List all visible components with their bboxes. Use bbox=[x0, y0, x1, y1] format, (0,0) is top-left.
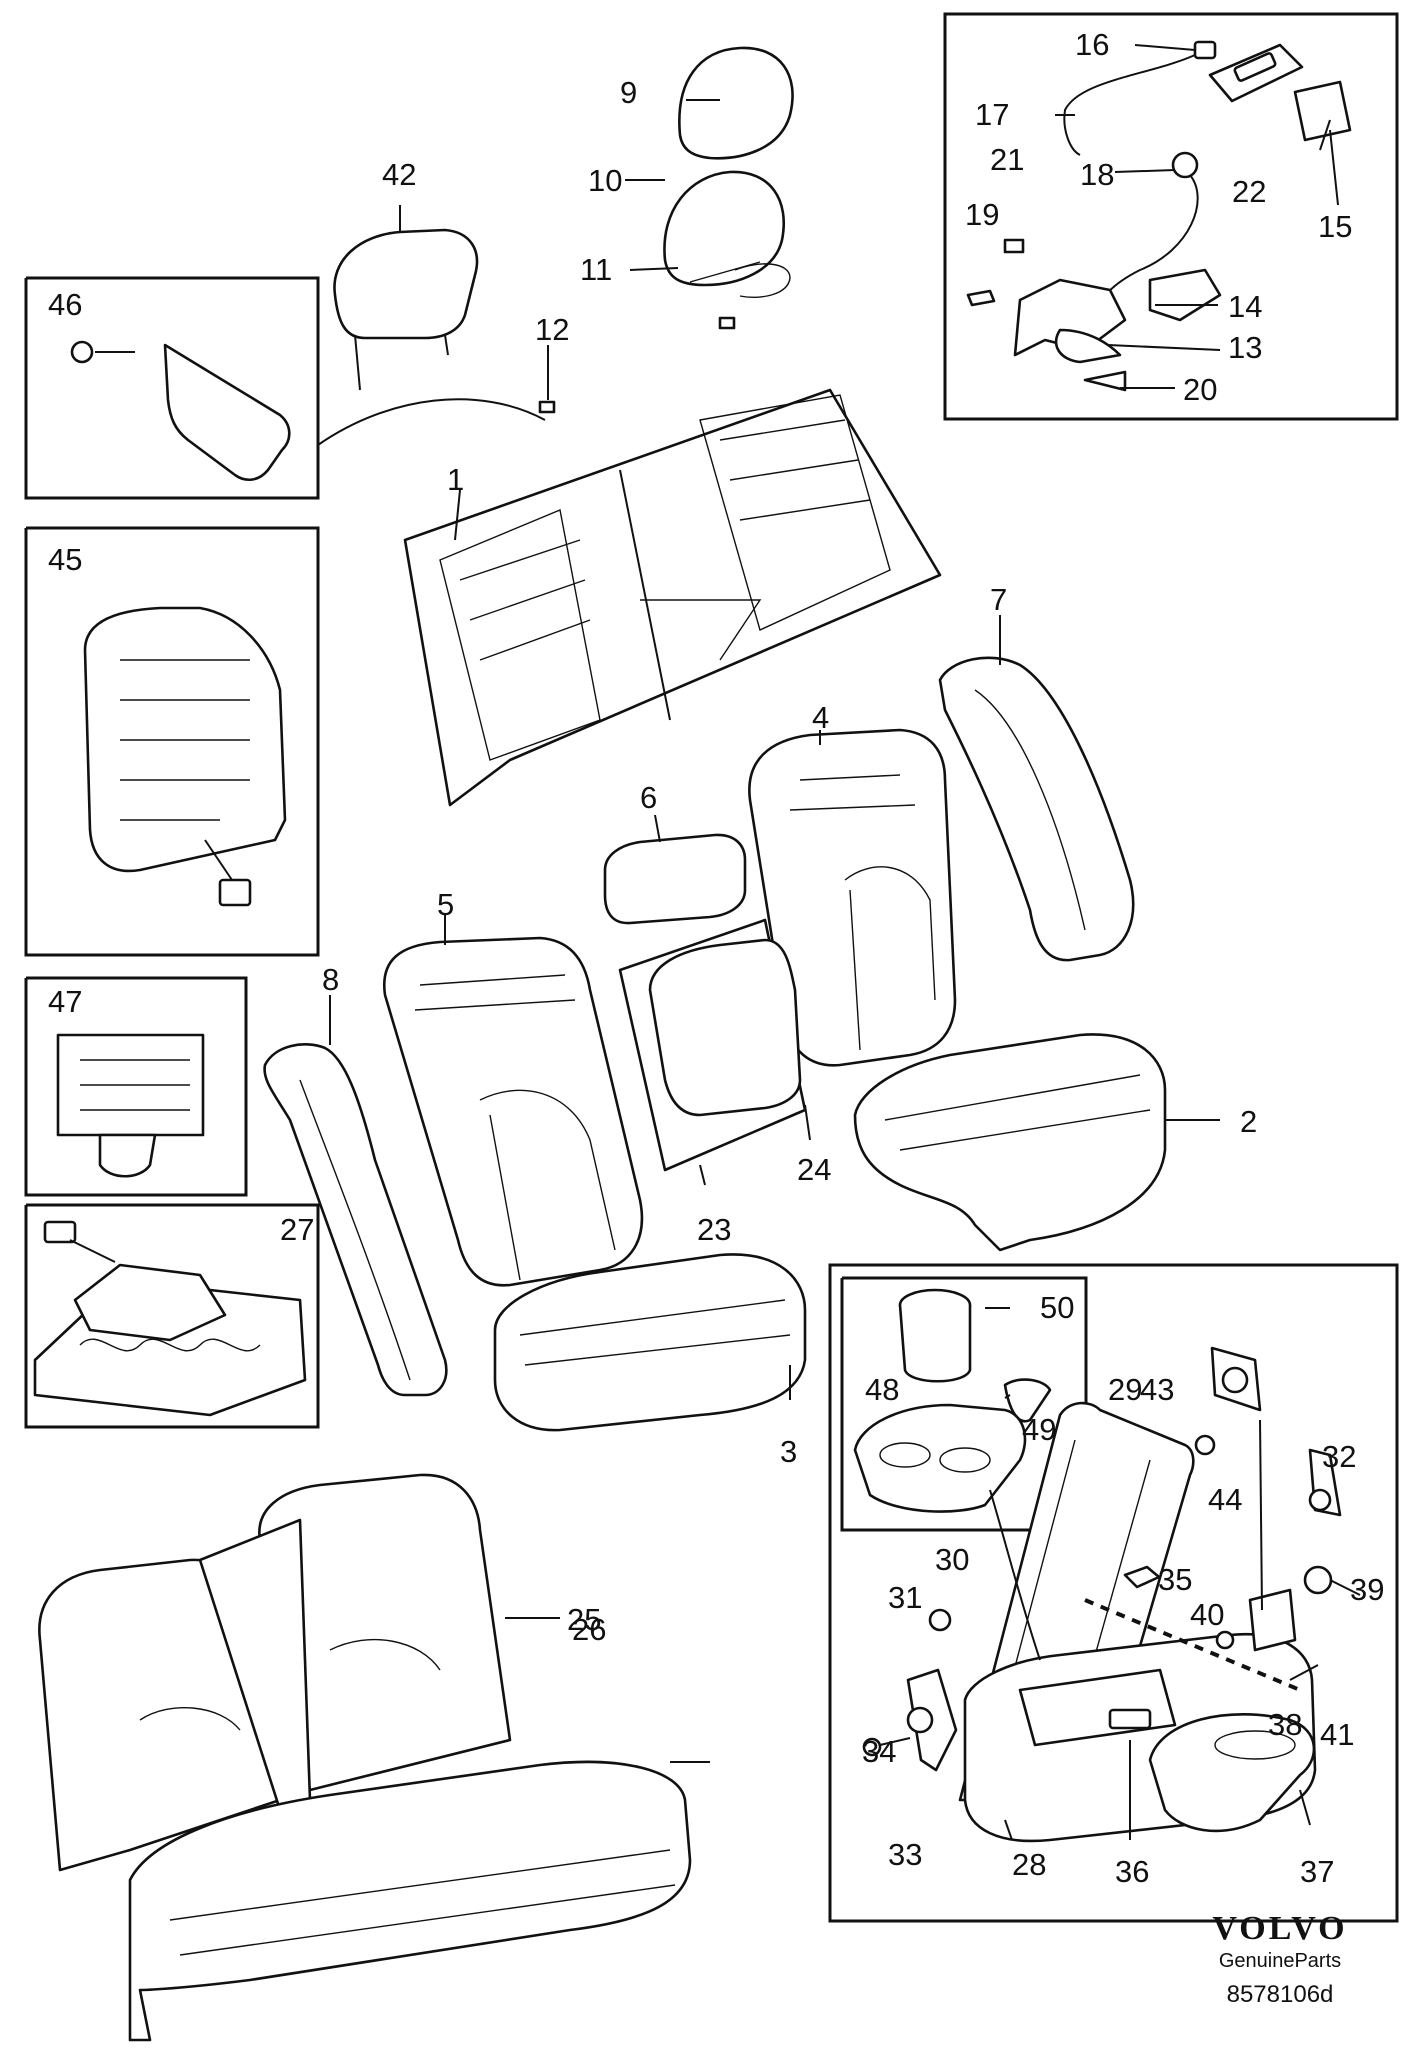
part-47-module bbox=[56, 1033, 205, 1178]
label-part-29: 29 bbox=[1108, 1372, 1142, 1407]
part-23-24-passthrough bbox=[618, 918, 807, 1172]
label-part-45: 45 bbox=[48, 542, 82, 577]
label-part-50: 50 bbox=[1040, 1290, 1074, 1325]
part-6-pad bbox=[603, 833, 747, 925]
inset-box-armrest bbox=[828, 1263, 1399, 1923]
label-part-30: 30 bbox=[935, 1542, 969, 1577]
label-part-10: 10 bbox=[588, 163, 622, 198]
label-part-41: 41 bbox=[1320, 1717, 1354, 1752]
arrow-46-to-frame bbox=[317, 398, 546, 446]
label-part-31: 31 bbox=[888, 1580, 922, 1615]
label-part-21: 21 bbox=[990, 142, 1024, 177]
brand-block: VOLVO GenuineParts 8578106d bbox=[1150, 1910, 1410, 2009]
label-part-35: 35 bbox=[1158, 1562, 1192, 1597]
label-part-33: 33 bbox=[888, 1837, 922, 1872]
label-part-24: 24 bbox=[797, 1152, 831, 1187]
inset-box-47 bbox=[24, 976, 248, 1197]
label-part-48: 48 bbox=[865, 1372, 899, 1407]
label-part-38: 38 bbox=[1268, 1707, 1302, 1742]
label-part-16: 16 bbox=[1075, 27, 1109, 62]
label-part-7: 7 bbox=[990, 582, 1007, 617]
part-45-heating-mat bbox=[83, 606, 287, 907]
label-part-1: 1 bbox=[447, 462, 464, 497]
label-part-39: 39 bbox=[1350, 1572, 1384, 1607]
label-part-34: 34 bbox=[862, 1734, 896, 1769]
label-part-25: 25 bbox=[567, 1602, 601, 1637]
label-part-9: 9 bbox=[620, 75, 637, 110]
label-part-44: 44 bbox=[1208, 1482, 1242, 1517]
part-5-backrest bbox=[382, 936, 644, 1287]
label-part-5: 5 bbox=[437, 887, 454, 922]
armrest-cupholder-leader bbox=[989, 1489, 1041, 1661]
inset-box-45 bbox=[24, 526, 320, 957]
part-labels: 1 2 3 4 5 6 7 8 9 10 11 12 13 14 15 16 1… bbox=[48, 27, 1384, 1889]
label-part-49: 49 bbox=[1022, 1412, 1056, 1447]
label-part-12: 12 bbox=[535, 312, 569, 347]
part-27-seat-heater bbox=[33, 1220, 307, 1417]
volvo-logo: VOLVO bbox=[1212, 1910, 1348, 1947]
part-26-25-assembled-seat bbox=[38, 1473, 692, 2042]
inset-box-27 bbox=[24, 1203, 320, 1429]
label-part-8: 8 bbox=[322, 962, 339, 997]
label-part-15: 15 bbox=[1318, 209, 1352, 244]
label-part-47: 47 bbox=[48, 984, 82, 1019]
label-part-20: 20 bbox=[1183, 372, 1217, 407]
part-1-seatback-frame bbox=[403, 388, 942, 807]
label-part-14: 14 bbox=[1228, 289, 1262, 324]
label-part-27: 27 bbox=[280, 1212, 314, 1247]
diagram-code: 8578106d bbox=[1226, 1981, 1334, 2008]
part-2-cushion bbox=[853, 1033, 1167, 1252]
label-part-22: 22 bbox=[1232, 174, 1266, 209]
part-4-backrest bbox=[748, 728, 957, 1067]
label-part-17: 17 bbox=[975, 97, 1009, 132]
label-part-4: 4 bbox=[812, 700, 829, 735]
label-part-40: 40 bbox=[1190, 1597, 1224, 1632]
label-part-26: 26 bbox=[572, 1612, 606, 1647]
label-part-23: 23 bbox=[697, 1212, 731, 1247]
label-part-42: 42 bbox=[382, 157, 416, 192]
headrest-parts bbox=[333, 46, 794, 391]
label-part-37: 37 bbox=[1300, 1854, 1334, 1889]
label-part-19: 19 bbox=[965, 197, 999, 232]
label-part-32: 32 bbox=[1322, 1439, 1356, 1474]
part-7-bolster bbox=[938, 656, 1135, 962]
armrest-assembly-parts bbox=[958, 1401, 1317, 1843]
label-part-13: 13 bbox=[1228, 330, 1262, 365]
inset-box-46 bbox=[24, 276, 320, 500]
label-part-6: 6 bbox=[640, 780, 657, 815]
leader-lines bbox=[329, 44, 1339, 1841]
brand-subtitle: GenuineParts bbox=[1218, 1950, 1342, 1972]
armrest-dashed-guide bbox=[1084, 1598, 1301, 1692]
part-3-cushion bbox=[493, 1253, 807, 1432]
part-12-bolt bbox=[538, 400, 556, 414]
label-part-46: 46 bbox=[48, 287, 82, 322]
inset-box-headrest-hardware bbox=[943, 12, 1399, 421]
label-part-28: 28 bbox=[1012, 1847, 1046, 1882]
label-part-18: 18 bbox=[1080, 157, 1114, 192]
label-part-36: 36 bbox=[1115, 1854, 1149, 1889]
part-8-bolster bbox=[263, 1043, 448, 1397]
part-46-cover bbox=[70, 340, 291, 481]
label-part-3: 3 bbox=[780, 1434, 797, 1469]
label-part-43: 43 bbox=[1140, 1372, 1174, 1407]
label-part-11: 11 bbox=[580, 252, 612, 287]
label-part-2: 2 bbox=[1240, 1104, 1257, 1139]
headrest-hardware-parts bbox=[966, 40, 1352, 392]
